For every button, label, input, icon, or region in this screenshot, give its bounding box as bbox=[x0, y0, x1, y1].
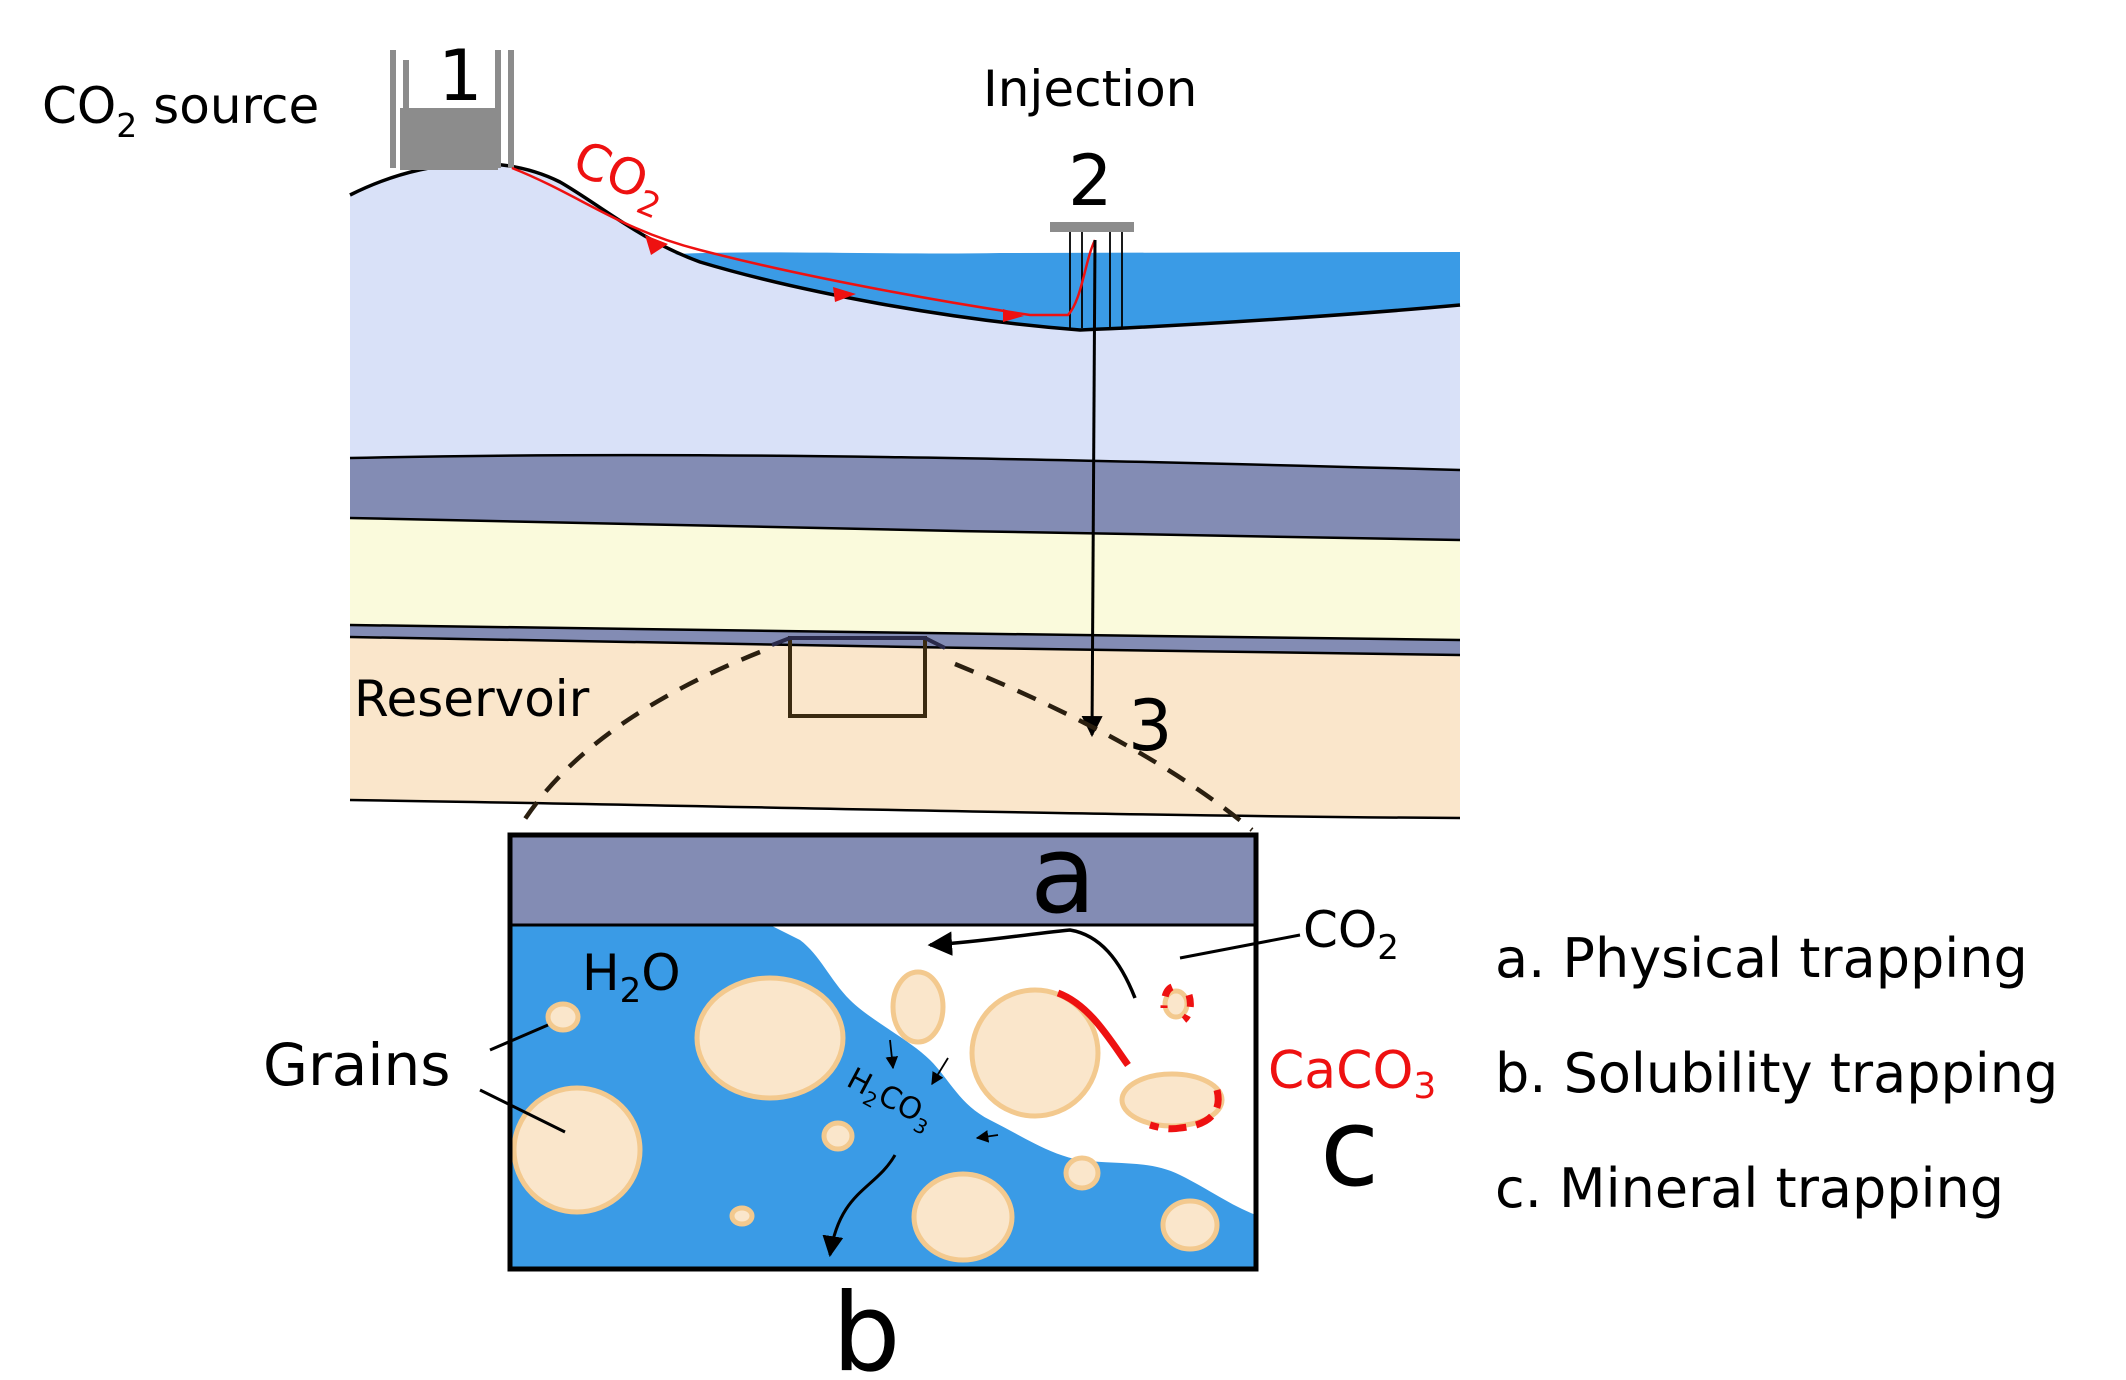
h2co3-arrow-2 bbox=[931, 1057, 949, 1086]
step-1-label: 1 bbox=[438, 35, 483, 117]
calcite-rims bbox=[1056, 983, 1222, 1133]
grain bbox=[694, 975, 846, 1101]
reservoir-layer bbox=[350, 635, 1460, 818]
grain bbox=[911, 1171, 1015, 1263]
cap-rock-layer bbox=[350, 455, 1460, 540]
dissolution-arrow bbox=[822, 1154, 897, 1258]
co2-source-plant bbox=[390, 50, 514, 170]
letter-a: a bbox=[1030, 813, 1096, 938]
legend-item-mineral: c. Mineral trapping bbox=[1495, 1157, 2004, 1220]
layer-boundaries bbox=[349, 453, 1461, 820]
calcite-label: CaCO3 bbox=[1268, 1041, 1436, 1107]
sea bbox=[675, 252, 1460, 330]
injection-well bbox=[1081, 239, 1103, 738]
pipeline-arrow-1 bbox=[645, 235, 668, 255]
water-label: H2O bbox=[582, 944, 681, 1011]
step-3-label: 3 bbox=[1128, 685, 1173, 767]
trapping-legend: a. Physical trapping b. Solubility trapp… bbox=[1495, 927, 2058, 1220]
co2-pipeline bbox=[511, 166, 1097, 317]
inset-border bbox=[507, 832, 1259, 1272]
h2co3-arrow-1 bbox=[885, 1039, 899, 1070]
grain bbox=[1160, 1198, 1220, 1252]
step-2-label: 2 bbox=[1068, 140, 1113, 222]
grain bbox=[969, 987, 1101, 1119]
grains-group bbox=[511, 969, 1225, 1263]
co2-source-label: CO2 source bbox=[42, 77, 319, 145]
legend-item-physical: a. Physical trapping bbox=[1495, 927, 2028, 990]
pore-inset bbox=[510, 835, 1256, 1269]
co2-inset-label: CO2 bbox=[1303, 901, 1399, 968]
injection-label: Injection bbox=[983, 60, 1197, 118]
co2-leader bbox=[1179, 933, 1301, 960]
grains-leader-2 bbox=[479, 1088, 566, 1134]
zoom-line-left bbox=[516, 649, 761, 832]
letter-c: c bbox=[1320, 1086, 1379, 1211]
grain bbox=[545, 1001, 581, 1033]
grain bbox=[511, 1085, 643, 1215]
carbonic-acid-label: H2CO3 bbox=[839, 1061, 940, 1140]
grain bbox=[1063, 1155, 1101, 1191]
reservoir-label: Reservoir bbox=[354, 670, 590, 728]
h2co3-arrow-3 bbox=[975, 1130, 999, 1143]
grain bbox=[890, 969, 946, 1045]
zoom-line-right bbox=[954, 661, 1254, 832]
upper-layer bbox=[350, 163, 1460, 470]
letter-b: b bbox=[832, 1271, 901, 1375]
co2-flow-arrow bbox=[927, 928, 1137, 999]
pipeline-arrow-3 bbox=[1003, 309, 1024, 322]
grains-label: Grains bbox=[263, 1031, 450, 1099]
pipeline-arrow-2 bbox=[833, 287, 856, 302]
legend-item-solubility: b. Solubility trapping bbox=[1495, 1042, 2058, 1105]
zoom-box-top bbox=[771, 636, 946, 650]
grains-leader-1 bbox=[489, 1023, 549, 1052]
grain bbox=[729, 1205, 755, 1227]
sand-layer bbox=[350, 518, 1460, 640]
inset-cap-rock bbox=[510, 835, 1256, 925]
grain bbox=[821, 1120, 855, 1152]
